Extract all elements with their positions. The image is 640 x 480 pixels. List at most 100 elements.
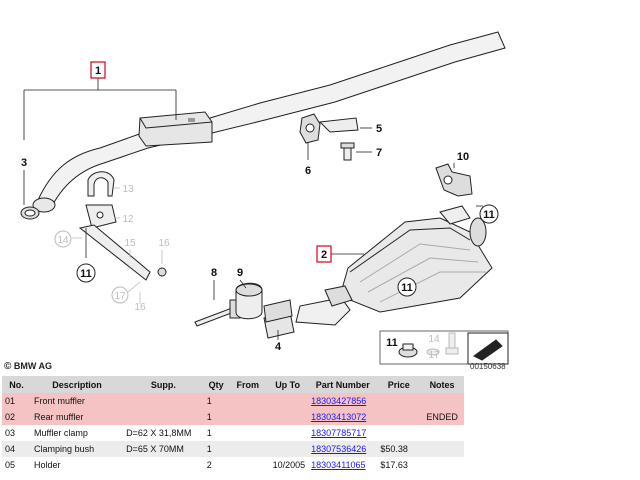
cell-price: [377, 409, 421, 425]
col-header-notes: Notes: [420, 376, 464, 393]
part-number-link[interactable]: 18307785717: [311, 428, 367, 438]
cell-upto: [267, 409, 309, 425]
cell-notes: [420, 425, 464, 441]
cell-description: Rear muffler: [31, 409, 124, 425]
muffler-clamp-and-bracket: [78, 171, 167, 281]
callout-9[interactable]: 9: [237, 267, 243, 279]
table-row[interactable]: 01 Front muffler 1 18303427856: [2, 393, 464, 409]
exhaust-parts-diagram: 1 2 3 4 5 6 7 8 9 10 11 11 11 11 12 13 1…: [20, 31, 509, 365]
col-header-part-number: Part Number: [308, 376, 378, 393]
col-header-description: Description: [31, 376, 124, 393]
callout-4[interactable]: 4: [275, 341, 282, 353]
callout-12[interactable]: 12: [122, 214, 134, 225]
cell-description: Muffler clamp: [34, 428, 88, 438]
cell-part-number: 18303411065: [308, 457, 377, 473]
callout-1[interactable]: 1: [90, 61, 106, 79]
col-header-qty: Qty: [203, 376, 229, 393]
cell-from: [228, 409, 268, 425]
cell-upto: [267, 425, 308, 441]
callout-5[interactable]: 5: [376, 123, 382, 135]
inset-parts: [379, 330, 509, 365]
cell-part-number: 18303413072: [308, 409, 378, 425]
cell-from: [229, 457, 268, 473]
svg-text:11: 11: [80, 268, 92, 280]
cell-no: 03: [5, 428, 16, 438]
callout-11-front[interactable]: 11: [397, 277, 417, 297]
col-header-upto: Up To: [267, 376, 309, 393]
svg-text:2: 2: [321, 249, 327, 261]
table-row[interactable]: 02 Rear muffler 1 18303413072 ENDED: [2, 409, 464, 425]
part-number-link[interactable]: 18303413072: [311, 412, 367, 422]
col-header-price: Price: [377, 376, 421, 393]
parts-table: No. Description Supp. Qty From Up To Par…: [2, 376, 464, 473]
part-number-link[interactable]: 18307536426: [311, 444, 367, 454]
cell-supp: [123, 409, 204, 425]
cell-no: 01: [2, 393, 32, 409]
cell-description: Holder: [34, 460, 61, 470]
callout-13[interactable]: 13: [122, 184, 134, 195]
cell-qty: 1: [203, 393, 229, 409]
front-pipe-assembly: [32, 31, 506, 213]
callout-11-inset[interactable]: 11: [386, 337, 398, 349]
callout-7[interactable]: 7: [376, 147, 382, 159]
callout-16-lower[interactable]: 16: [134, 302, 146, 313]
part-number-link[interactable]: 18303411065: [311, 460, 366, 470]
callout-11-hanger[interactable]: 11: [479, 204, 499, 224]
cell-supp: D=65 X 70MM: [123, 441, 204, 457]
cell-notes: ENDED: [420, 409, 464, 425]
cell-no: 04: [2, 441, 32, 457]
cell-part-number: 18307785717: [308, 425, 377, 441]
cell-notes: [420, 457, 464, 473]
cell-supp: D=62 X 31,8MM: [126, 428, 192, 438]
svg-text:17: 17: [114, 291, 126, 302]
callout-15[interactable]: 15: [124, 238, 136, 249]
cell-supp: [123, 393, 204, 409]
cell-description: Front muffler: [31, 393, 124, 409]
callout-17-inset[interactable]: 17: [428, 350, 440, 361]
callout-10[interactable]: 10: [457, 151, 469, 163]
callout-16[interactable]: 16: [158, 238, 170, 249]
copyright-text: BMW AG: [13, 361, 53, 371]
cell-part-number: 18303427856: [308, 393, 378, 409]
svg-text:14: 14: [57, 235, 69, 246]
pipe-clamp: [20, 206, 40, 220]
diagram-id: 00150638: [470, 362, 506, 371]
svg-text:1: 1: [95, 65, 101, 77]
cell-notes: [420, 441, 464, 457]
cell-upto: [267, 441, 309, 457]
svg-text:11: 11: [483, 209, 495, 221]
callout-14-circled[interactable]: 14: [54, 230, 72, 248]
table-row[interactable]: 05 Holder 2 10/2005 18303411065 $17.63: [2, 457, 464, 473]
table-row[interactable]: 03 Muffler clamp D=62 X 31,8MM 1 1830778…: [2, 425, 464, 441]
table-header-row: No. Description Supp. Qty From Up To Par…: [2, 376, 464, 393]
callout-11-holder[interactable]: 11: [76, 263, 96, 283]
rear-hanger: [435, 163, 473, 225]
cell-no: 02: [2, 409, 32, 425]
cell-price: $17.63: [380, 460, 408, 470]
rubber-hanger: [299, 113, 359, 161]
callout-17-circled[interactable]: 17: [111, 286, 129, 304]
part-number-link[interactable]: 18303427856: [311, 396, 367, 406]
cell-notes: [420, 393, 464, 409]
cell-qty: 1: [206, 428, 212, 438]
table-row[interactable]: 04 Clamping bush D=65 X 70MM 1 183075364…: [2, 441, 464, 457]
callout-8[interactable]: 8: [211, 267, 217, 279]
callout-6[interactable]: 6: [305, 165, 311, 177]
callout-3[interactable]: 3: [21, 157, 27, 169]
copyright-icon: ©: [4, 361, 12, 372]
cell-qty: 2: [206, 460, 212, 470]
grey-leader-lines: [72, 187, 163, 304]
cell-qty: 1: [203, 409, 229, 425]
cell-from: [229, 425, 268, 441]
cell-part-number: 18307536426: [308, 441, 378, 457]
copyright-notice: © BMW AG: [4, 361, 52, 372]
cell-supp: [123, 457, 204, 473]
callout-2[interactable]: 2: [316, 245, 332, 263]
cell-description: Clamping bush: [31, 441, 124, 457]
cell-from: [228, 441, 268, 457]
cell-upto: [267, 393, 309, 409]
col-header-from: From: [228, 376, 268, 393]
callout-14-inset[interactable]: 14: [428, 334, 440, 345]
col-header-supp: Supp.: [123, 376, 204, 393]
cell-no: 05: [5, 460, 16, 470]
